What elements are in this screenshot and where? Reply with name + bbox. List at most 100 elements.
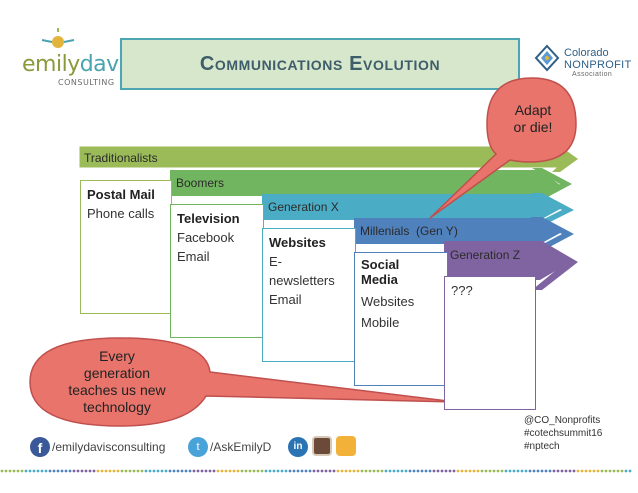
- divider-dot: [268, 469, 272, 473]
- divider-dot: [508, 469, 512, 473]
- divider-dot: [532, 469, 536, 473]
- linkedin-icon[interactable]: in: [288, 437, 308, 457]
- divider-dot: [520, 469, 524, 473]
- card-item: newsletters: [269, 273, 335, 288]
- divider-dot: [380, 469, 384, 473]
- divider-dot: [412, 469, 416, 473]
- divider-dot: [560, 469, 564, 473]
- divider-dot: [504, 469, 508, 473]
- divider-dot: [408, 469, 412, 473]
- label-traditionalists: Traditionalists: [84, 151, 158, 165]
- divider-dot: [400, 469, 404, 473]
- label-generation-z: Generation Z: [450, 248, 521, 262]
- divider-dot: [208, 469, 212, 473]
- divider-dot: [284, 469, 288, 473]
- facebook-handle[interactable]: /emilydavisconsulting: [52, 440, 166, 454]
- divider-dot: [340, 469, 344, 473]
- divider-dot: [172, 469, 176, 473]
- label-generation-x: Generation X: [268, 200, 339, 214]
- divider-dot: [624, 469, 628, 473]
- divider-dot: [236, 469, 240, 473]
- divider-dot: [432, 469, 436, 473]
- divider-dot: [540, 469, 544, 473]
- app-icon[interactable]: [336, 436, 356, 456]
- divider-dot: [556, 469, 560, 473]
- callout-line: Every: [99, 348, 135, 364]
- divider-dot: [104, 469, 108, 473]
- divider-dot: [96, 469, 100, 473]
- divider-dot: [100, 469, 104, 473]
- colorado-nonprofit-logo: [532, 42, 562, 82]
- divider-dot: [516, 469, 520, 473]
- card-item: Facebook: [177, 230, 235, 245]
- card-head: Websites: [269, 235, 326, 250]
- divider-dot: [444, 469, 448, 473]
- every-generation-text: Every generation teaches us new technolo…: [52, 348, 182, 416]
- divider-dot: [332, 469, 336, 473]
- partner-line3: Association: [572, 71, 613, 78]
- hashtags: @CO_Nonprofits #cotechsummit16 #nptech: [524, 414, 602, 453]
- divider-dot: [384, 469, 388, 473]
- divider-dot: [584, 469, 588, 473]
- callout-line: technology: [83, 399, 151, 415]
- divider-dot: [336, 469, 340, 473]
- divider-dot: [52, 469, 56, 473]
- divider-dot: [460, 469, 464, 473]
- divider-dot: [44, 469, 48, 473]
- divider-dot: [260, 469, 264, 473]
- bar-generation-x: [262, 194, 562, 220]
- divider-dot: [620, 469, 624, 473]
- divider-dot: [92, 469, 96, 473]
- divider-dot: [228, 469, 232, 473]
- divider-dot: [572, 469, 576, 473]
- divider-dot: [308, 469, 312, 473]
- divider-dot: [248, 469, 252, 473]
- divider-dot: [568, 469, 572, 473]
- divider-dot: [456, 469, 460, 473]
- divider-dot: [212, 469, 216, 473]
- divider-dot: [132, 469, 136, 473]
- every-generation-callout: [29, 337, 457, 427]
- divider-dot: [396, 469, 400, 473]
- divider-dot: [564, 469, 568, 473]
- divider-dot: [472, 469, 476, 473]
- divider-dot: [524, 469, 528, 473]
- divider-dot: [580, 469, 584, 473]
- divider-dot: [500, 469, 504, 473]
- divider-dot: [600, 469, 604, 473]
- divider-dot: [20, 469, 24, 473]
- divider-dot: [108, 469, 112, 473]
- divider-dot: [316, 469, 320, 473]
- divider-dot: [476, 469, 480, 473]
- card-boomers: Television Facebook Email: [170, 204, 264, 338]
- divider-dot: [72, 469, 76, 473]
- divider-dot: [464, 469, 468, 473]
- divider-dot: [244, 469, 248, 473]
- divider-dot: [448, 469, 452, 473]
- divider-dot: [216, 469, 220, 473]
- card-head2: Media: [361, 272, 398, 287]
- facebook-icon[interactable]: f: [30, 437, 50, 457]
- divider-dot: [148, 469, 152, 473]
- divider-dot: [184, 469, 188, 473]
- twitter-handle[interactable]: /AskEmilyD: [210, 440, 272, 454]
- divider-dot: [468, 469, 472, 473]
- divider-dot: [424, 469, 428, 473]
- divider-dot: [136, 469, 140, 473]
- divider-dot: [204, 469, 208, 473]
- divider-dot: [604, 469, 608, 473]
- divider-dot: [288, 469, 292, 473]
- divider-dot: [376, 469, 380, 473]
- divider-dot: [16, 469, 20, 473]
- instagram-icon[interactable]: [312, 436, 332, 456]
- divider-dot: [280, 469, 284, 473]
- card-item: Phone calls: [87, 206, 155, 221]
- divider-dot: [192, 469, 196, 473]
- divider-dot: [0, 469, 4, 473]
- lightbulb-icon: [41, 28, 75, 48]
- twitter-icon[interactable]: t: [188, 437, 208, 457]
- divider-dot: [64, 469, 68, 473]
- divider-dot: [536, 469, 540, 473]
- divider-dot: [120, 469, 124, 473]
